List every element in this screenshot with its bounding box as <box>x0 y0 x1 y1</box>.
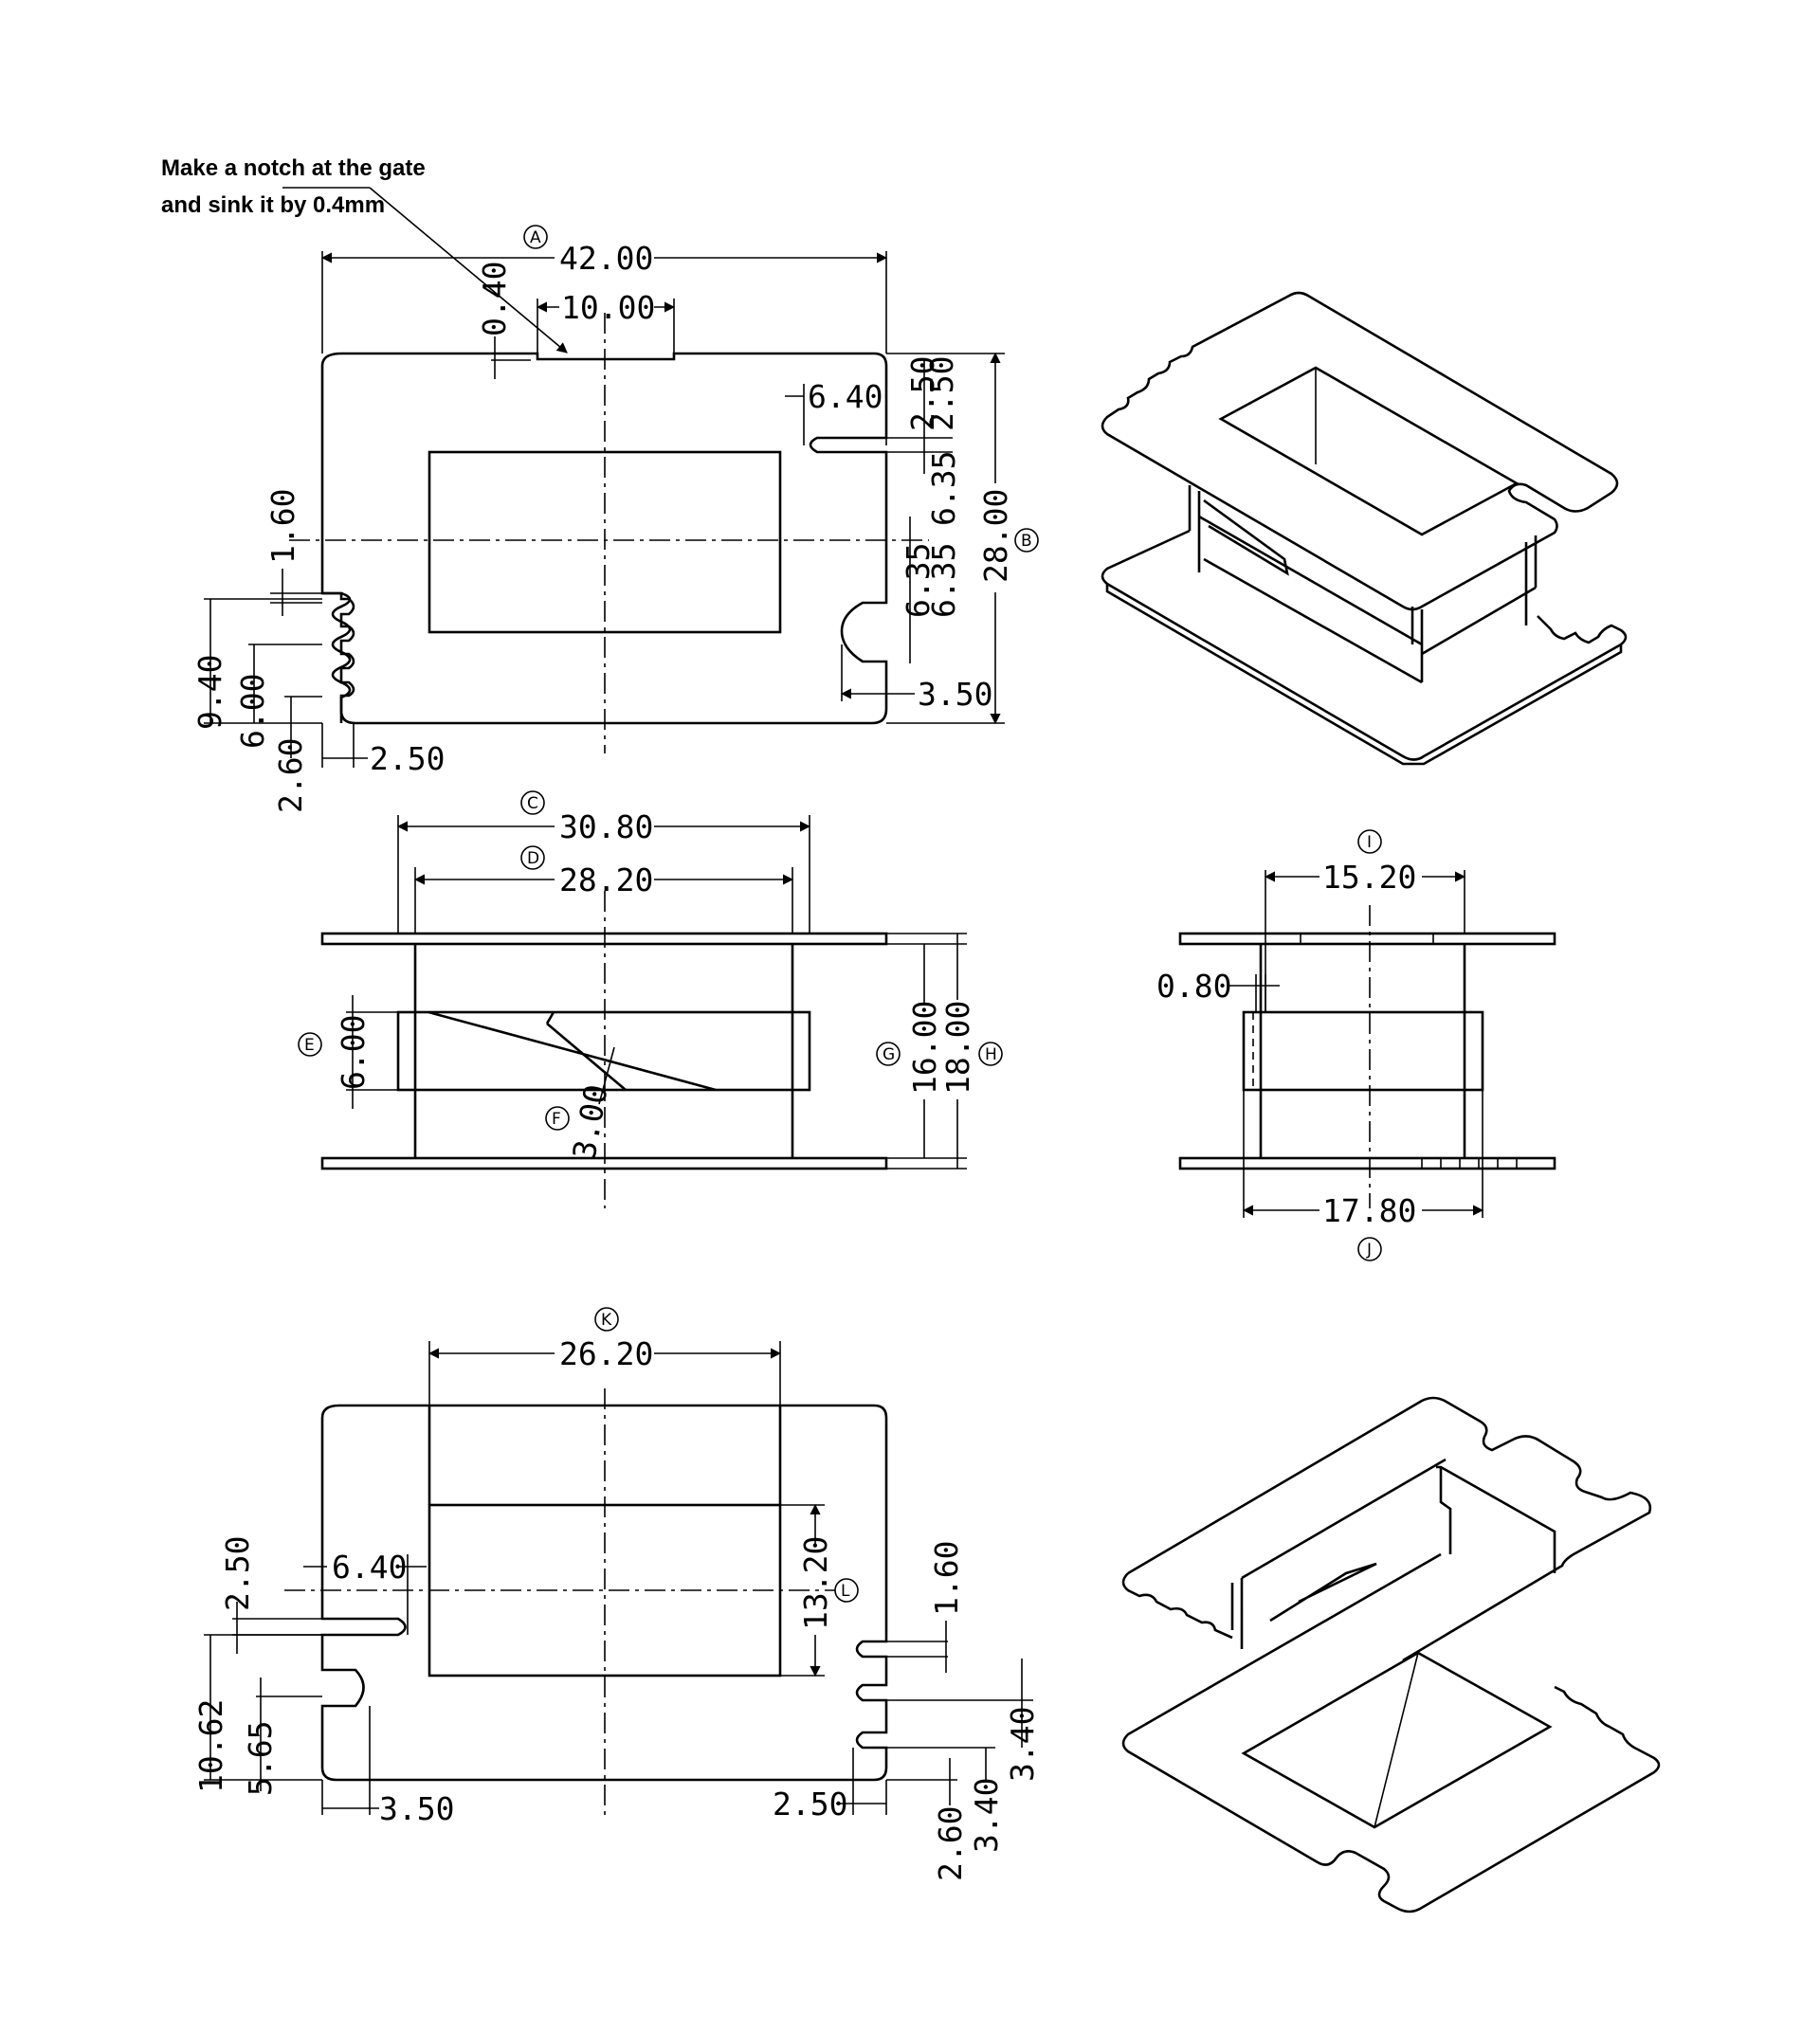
dim-bottom-160: 1.60 <box>928 1541 965 1616</box>
dim-front-600: 6.00 <box>335 1015 372 1090</box>
label-k: K <box>601 1311 612 1330</box>
bottom-view-outline <box>320 1404 888 1782</box>
iso-bottom-window-edge <box>1374 1652 1419 1828</box>
iso-bottom-core <box>1230 1458 1556 1649</box>
dim-bottom-340-a: 3.40 <box>968 1778 1005 1853</box>
note-line-1: Make a notch at the gate <box>161 155 426 181</box>
dim-front-1600: 16.00 <box>906 1001 943 1095</box>
dim-bottom-340-b: 3.40 <box>1004 1707 1041 1782</box>
iso-bottom-flange-edge <box>1105 584 1623 766</box>
top-view-pin-slots-left <box>322 591 352 723</box>
dim-notch-depth: 0.40 <box>476 262 513 336</box>
label-h: H <box>985 1045 997 1064</box>
dim-width-42: 42.00 <box>559 240 653 277</box>
front-slant-2a <box>545 1011 555 1025</box>
iso-bottom-lower-flange <box>1121 1552 1661 1913</box>
label-i: I <box>1367 833 1372 852</box>
label-a-circle <box>523 225 548 249</box>
dim-slot-len-top: 6.40 <box>808 378 883 415</box>
dim-front-3080: 30.80 <box>559 808 653 845</box>
side-view: 15.20 I 0.80 17.80 J <box>1156 829 1556 1261</box>
front-winding-band <box>396 1010 811 1092</box>
dim-offset-635-c: 6.35 <box>900 543 937 618</box>
dim-bottom-350: 3.50 <box>379 1790 454 1827</box>
label-c-circle <box>520 790 545 815</box>
dim-front-300: 3.00 <box>565 1081 614 1162</box>
iso-bottom-window <box>1241 1651 1553 1829</box>
side-winding-band <box>1242 1010 1484 1092</box>
dim-offset-635-a: 6.35 <box>925 451 962 526</box>
label-e-circle <box>298 1032 322 1057</box>
iso-top-body <box>1188 485 1538 684</box>
dim-bottom-565: 5.65 <box>242 1721 279 1796</box>
dim-bottom-2620: 26.20 <box>559 1335 653 1372</box>
dim-notch-width: 10.00 <box>561 289 655 326</box>
label-a: A <box>530 228 541 247</box>
iso-bottom-flange <box>1101 529 1628 761</box>
dim-slot-350: 3.50 <box>918 676 992 713</box>
top-view-window <box>428 450 782 634</box>
top-view-outline <box>320 352 888 725</box>
dim-side-1780: 17.80 <box>1322 1192 1416 1229</box>
label-b-circle <box>1014 528 1039 553</box>
iso-top-slant <box>1203 499 1289 576</box>
dim-bottom-250: 2.50 <box>219 1536 256 1611</box>
top-view: 42.00 A 10.00 0.40 6.40 2.50 2.50 6.35 6… <box>191 225 1039 813</box>
dim-bottom-250-right: 2.50 <box>773 1786 847 1822</box>
iso-bottom-upper-flange <box>1121 1396 1652 1662</box>
label-i-circle <box>1357 829 1382 854</box>
label-j: J <box>1366 1241 1372 1260</box>
label-g: G <box>883 1045 895 1064</box>
dim-bottom-1062: 10.62 <box>192 1699 229 1793</box>
dim-pin-940: 9.40 <box>191 655 228 730</box>
gate-note: Make a notch at the gate and sink it by … <box>161 155 568 354</box>
note-leader-arrow <box>369 187 568 354</box>
label-f: F <box>552 1110 561 1129</box>
label-e: E <box>304 1036 315 1055</box>
label-l-circle <box>834 1578 859 1603</box>
label-f-circle <box>545 1106 570 1131</box>
side-pin-marks <box>1421 1158 1518 1169</box>
dim-side-080: 0.80 <box>1156 968 1231 1005</box>
front-view: 30.80 C 28.20 D 6.00 E 3.00 F 16.00 18.0 <box>298 790 1003 1208</box>
dim-side-1520: 15.20 <box>1322 859 1416 896</box>
dim-slot-width-a: 2.50 <box>923 356 960 431</box>
dim-front-1800: 18.00 <box>939 1001 976 1095</box>
front-slant-2b <box>546 1023 627 1091</box>
iso-view-bottom <box>1121 1396 1661 1913</box>
iso-view-top <box>1101 291 1628 766</box>
label-d: D <box>527 849 539 868</box>
bottom-view: 26.20 K 6.40 2.50 13.20 L 1.60 10.62 5 <box>192 1307 1041 1881</box>
label-k-circle <box>594 1307 619 1332</box>
dim-bottom-1320: 13.20 <box>797 1536 834 1630</box>
side-top-flange <box>1178 932 1556 946</box>
dim-bottom-260: 2.60 <box>932 1806 969 1881</box>
label-j-circle <box>1357 1237 1382 1261</box>
label-h-circle <box>978 1042 1003 1066</box>
dim-slot-width-b: 2.50 <box>904 356 941 431</box>
dim-pin-250: 2.50 <box>370 740 445 777</box>
iso-top-flange <box>1101 291 1619 611</box>
label-b: B <box>1021 532 1032 551</box>
label-c: C <box>527 794 538 813</box>
dim-front-2820: 28.20 <box>559 861 653 898</box>
dim-bottom-640: 6.40 <box>332 1549 407 1586</box>
iso-top-window <box>1218 366 1520 536</box>
front-slant-1 <box>428 1010 717 1092</box>
label-g-circle <box>876 1042 901 1066</box>
dim-offset-635-b: 6.35 <box>925 543 962 618</box>
dim-pin-260: 2.60 <box>272 738 309 813</box>
side-bottom-flange <box>1178 1156 1556 1170</box>
dim-pin-600: 6.00 <box>234 674 271 749</box>
note-line-2: and sink it by 0.4mm <box>161 192 385 218</box>
dim-pin-160: 1.60 <box>264 489 301 564</box>
dim-line <box>598 1046 615 1105</box>
dim-height-28: 28.00 <box>977 489 1014 583</box>
label-l: L <box>841 1582 850 1601</box>
label-d-circle <box>520 845 545 870</box>
